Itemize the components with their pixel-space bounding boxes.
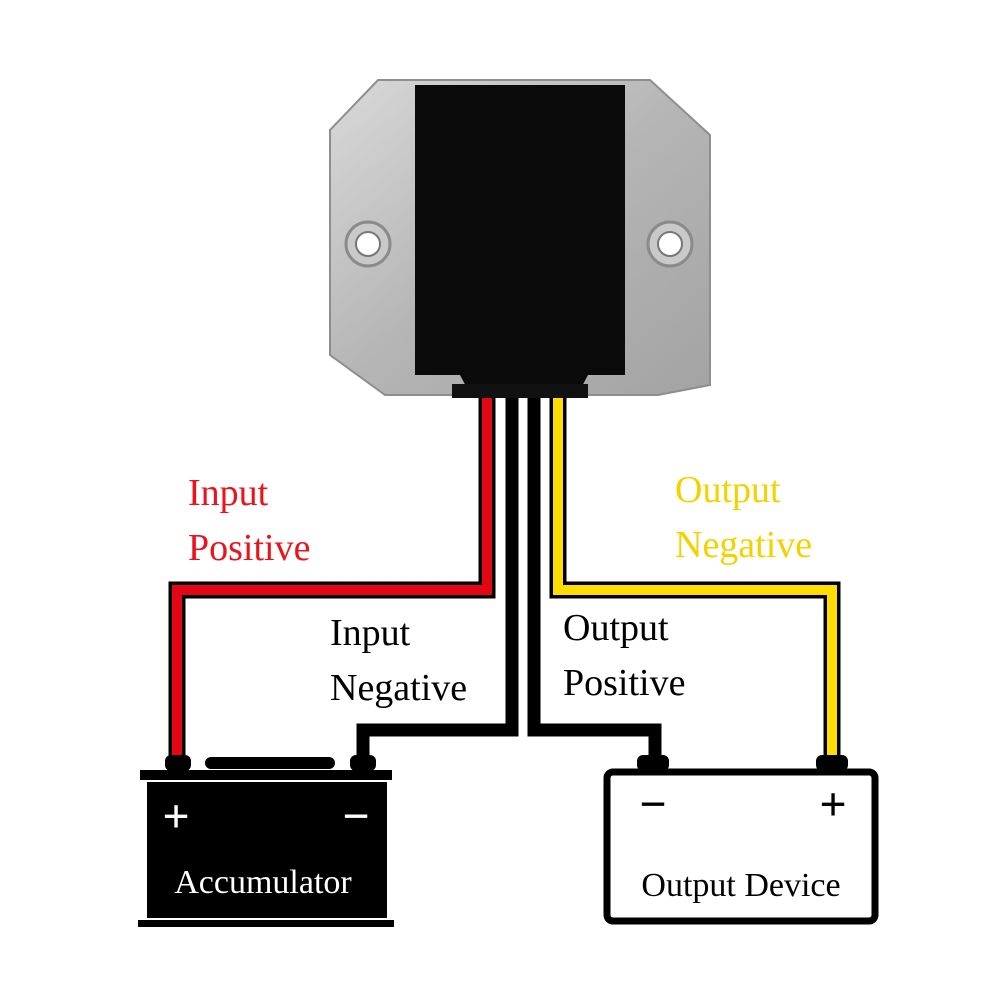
input-negative-label: Input Negative bbox=[330, 612, 467, 709]
output-positive-label-line1: Output bbox=[563, 607, 669, 649]
input-negative-label-line2: Negative bbox=[330, 667, 467, 709]
input-positive-label-line1: Input bbox=[188, 472, 269, 514]
device-minus-sign: − bbox=[639, 778, 666, 831]
accumulator-base bbox=[138, 920, 394, 927]
input-negative-wire bbox=[356, 398, 519, 760]
device-terminal-plus bbox=[816, 755, 848, 771]
device-plus-sign: + bbox=[819, 778, 846, 831]
output-positive-label-line2: Positive bbox=[563, 662, 685, 704]
output-positive-label: Output Positive bbox=[563, 607, 685, 704]
device-terminal-minus bbox=[637, 755, 669, 771]
accumulator: + − Accumulator bbox=[138, 755, 394, 927]
accumulator-plus-sign: + bbox=[162, 790, 189, 843]
output-negative-label: Output Negative bbox=[675, 469, 812, 566]
wires bbox=[168, 398, 841, 760]
accumulator-top-bar bbox=[205, 757, 335, 769]
module-cover bbox=[415, 85, 625, 390]
output-device: − + Output Device bbox=[603, 755, 879, 925]
converter-module bbox=[329, 79, 711, 398]
input-negative-label-line1: Input bbox=[330, 612, 411, 654]
output-positive-wire bbox=[527, 398, 662, 760]
output-negative-label-line2: Negative bbox=[675, 524, 812, 566]
output-device-label: Output Device bbox=[641, 867, 840, 904]
input-positive-label-line2: Positive bbox=[188, 527, 310, 569]
accumulator-terminal-minus bbox=[350, 755, 376, 771]
input-positive-label: Input Positive bbox=[188, 472, 310, 569]
accumulator-lid bbox=[140, 770, 392, 780]
output-negative-wire bbox=[549, 398, 841, 760]
accumulator-body bbox=[147, 782, 387, 918]
device-body bbox=[603, 768, 879, 925]
output-negative-label-line1: Output bbox=[675, 469, 781, 511]
wire-labels: Input Positive Input Negative Output Pos… bbox=[188, 469, 812, 709]
cable-gland bbox=[452, 384, 588, 398]
accumulator-minus-sign: − bbox=[342, 790, 369, 843]
accumulator-terminal-plus bbox=[165, 755, 191, 771]
accumulator-label: Accumulator bbox=[174, 864, 352, 901]
